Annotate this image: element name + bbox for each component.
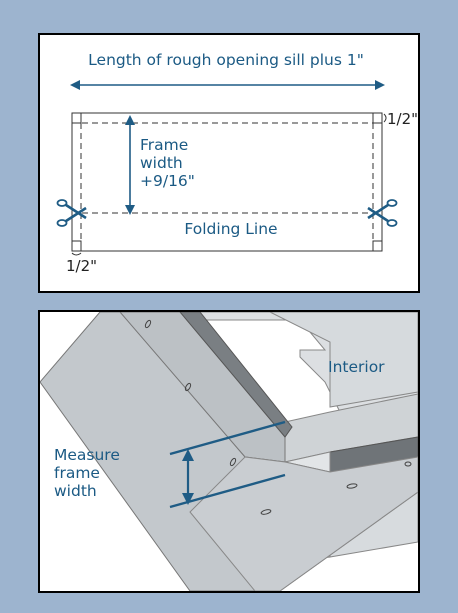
measure-frame-width-indicator xyxy=(169,420,286,509)
flashing-install-illustration: Interior Measure frame xyxy=(40,312,418,591)
length-arrow xyxy=(70,80,385,90)
sill-cut-diagram: Length of rough opening sill plus 1" Fra… xyxy=(56,51,418,275)
bottom-diagram-panel: Interior Measure frame xyxy=(38,310,420,593)
scissors-icon-right xyxy=(367,199,398,227)
dashed-cut-lines xyxy=(72,113,382,251)
frame-width-line-2: width xyxy=(140,154,183,172)
interior-label: Interior xyxy=(328,358,385,376)
frame-width-line-3: +9/16" xyxy=(140,172,195,190)
folding-line-label: Folding Line xyxy=(184,220,277,238)
nail-slots xyxy=(144,319,412,515)
measure-label-line-2: frame xyxy=(54,464,100,482)
flashing-sill-face xyxy=(189,456,418,591)
frame-width-line-1: Frame xyxy=(140,136,188,154)
corner-tab-bottom-left xyxy=(71,240,82,252)
flashing-outline xyxy=(71,112,383,252)
length-label: Length of rough opening sill plus 1" xyxy=(88,51,364,69)
half-inch-right-bracket xyxy=(383,113,387,123)
half-inch-bottom-bracket xyxy=(71,252,82,256)
measure-label-line-1: Measure xyxy=(54,446,120,464)
half-inch-right-label: 1/2" xyxy=(387,110,418,128)
corner-tab-bottom-right xyxy=(372,240,383,252)
interior-wall-face xyxy=(225,312,418,408)
top-diagram-panel: Length of rough opening sill plus 1" Fra… xyxy=(38,33,420,293)
flashing-fold-edge xyxy=(179,312,293,438)
corner-tab-top-right xyxy=(372,112,383,124)
half-inch-bottom-label: 1/2" xyxy=(66,257,97,275)
frame-width-arrow xyxy=(125,115,135,215)
corner-tab-top-left xyxy=(71,112,82,124)
scissors-icon-left xyxy=(56,199,87,227)
measure-label-line-3: width xyxy=(54,482,97,500)
